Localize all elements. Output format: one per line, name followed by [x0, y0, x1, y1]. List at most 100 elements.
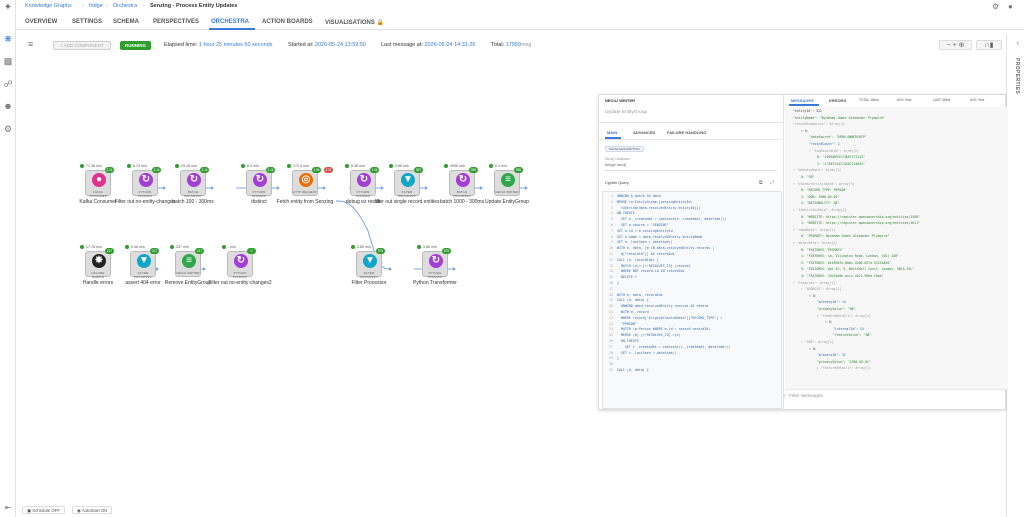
- properties-sidebar[interactable]: ‹ PROPERTIES: [1006, 34, 1024, 517]
- menu-icon[interactable]: ≡: [28, 39, 34, 49]
- json-line[interactable]: 1: "17483744274467114041": [817, 161, 865, 168]
- line-number: 9: [611, 240, 613, 245]
- add-component-button[interactable]: + ADD COMPONENT: [53, 41, 111, 50]
- graph-nav-icon[interactable]: ☍: [3, 79, 13, 89]
- json-line[interactable]: "recordSummaries": Array[1]: [793, 121, 845, 128]
- json-line[interactable]: ▾ "features": Array[1]: [793, 280, 835, 287]
- json-line[interactable]: 1: "DOB: 1980-05-01": [801, 194, 839, 201]
- tab-action-boards[interactable]: ACTION BOARDS: [262, 19, 313, 25]
- settings-gear-icon[interactable]: ⚙: [992, 2, 1000, 11]
- schedule-toggle[interactable]: ▣ Schedule OFF: [22, 506, 65, 514]
- json-line[interactable]: "recordCount": 2: [809, 141, 840, 148]
- database-nav-icon[interactable]: ▩: [3, 56, 13, 66]
- json-line[interactable]: ▾ "featureDetails": Array[1]: [817, 313, 871, 320]
- filter-messages-input[interactable]: Filter Messages: [789, 394, 823, 399]
- json-line[interactable]: ▾ "addressData": Array[1]: [793, 167, 841, 174]
- json-line[interactable]: ▾ "DOB": Array[1]: [801, 339, 834, 346]
- json-line[interactable]: ▾ "identifierData": Array[2]: [793, 207, 847, 214]
- json-line[interactable]: ▸ "featureDetails": Array[1]: [817, 365, 871, 372]
- tab-errors[interactable]: ERRORS: [829, 98, 847, 103]
- tab-overview[interactable]: OVERVIEW: [25, 19, 58, 25]
- expand-editor-icon[interactable]: ⤢: [770, 180, 775, 186]
- tab-schema[interactable]: SCHEMA: [113, 19, 140, 25]
- json-line[interactable]: 0: "FEATURES: PRIMARY": [801, 247, 843, 254]
- json-line[interactable]: 1: "FEATURES: 1a, Islington Road, London…: [801, 253, 899, 260]
- collapse-nav-icon[interactable]: ⇤: [4, 503, 12, 512]
- copy-icon[interactable]: ⧉: [759, 180, 763, 186]
- json-line[interactable]: "featureValue": "GB": [833, 332, 871, 339]
- json-line[interactable]: "entityName": "Wyndham James Alexander P…: [793, 115, 885, 122]
- show-description-button[interactable]: SHOW DESCRIPTION: [605, 146, 644, 152]
- tab-advanced[interactable]: ADVANCED: [633, 130, 656, 135]
- json-line[interactable]: 2: "FEATURES: 61e5907e-8b6c-4300-857a-91…: [801, 260, 891, 267]
- json-line[interactable]: ▾ 0:: [809, 293, 817, 300]
- json-line[interactable]: 4: "FEATURES: 10c1da9e-accc-4421-996e-f0…: [801, 273, 884, 280]
- tab-main[interactable]: MAIN: [607, 130, 618, 135]
- autostart-toggle[interactable]: ◉ AutoStart ON: [72, 506, 113, 514]
- json-line[interactable]: ▾ "otherData": Array[4]: [793, 240, 837, 247]
- json-line[interactable]: "primaryValue": "GB": [817, 306, 855, 313]
- zoom-controls[interactable]: − + ⊕: [939, 40, 972, 50]
- json-line[interactable]: 0: "10390695174867171115": [817, 154, 865, 161]
- json-line[interactable]: ▾ 0:: [809, 346, 817, 353]
- breadcrumb-orchestra[interactable]: Orchestra: [113, 3, 138, 9]
- json-line[interactable]: "internalId": 14: [833, 326, 864, 333]
- json-line[interactable]: ▾ "nameData": Array[1]: [793, 227, 835, 234]
- json-line[interactable]: ▾ 0:: [825, 319, 833, 326]
- json-line[interactable]: 3: "FEATURES: Apt 52, 5, Whitehall Court…: [801, 266, 914, 273]
- json-line[interactable]: 2: "NATIONALITY: GB": [801, 200, 839, 207]
- json-line[interactable]: "primaryId": 14: [817, 299, 846, 306]
- tab-failure-handling[interactable]: FAILURE HANDLING: [667, 130, 707, 135]
- layout-toggle-icon[interactable]: ∩▮: [976, 40, 1002, 50]
- component-name-input[interactable]: Update EntityGroup: [605, 110, 648, 115]
- json-line[interactable]: "primaryValue": "1980-05-01": [817, 359, 871, 366]
- tab-messages[interactable]: MESSAGES: [791, 98, 814, 103]
- json-line[interactable]: "primaryId": 31: [817, 352, 846, 359]
- tab-visualisations[interactable]: VISUALISATIONS 🔒: [325, 20, 385, 26]
- tab-orchestra[interactable]: ORCHESTRA: [211, 19, 250, 25]
- running-status-button[interactable]: RUNNING: [120, 41, 151, 50]
- breadcrumb-graph[interactable]: fridge: [89, 3, 103, 9]
- tab-perspectives[interactable]: PERSPECTIVES: [153, 19, 200, 25]
- orchestra-nav-icon[interactable]: ❋: [4, 34, 12, 44]
- json-line[interactable]: ▾ "topRecordIds": Array[2]: [809, 148, 859, 155]
- properties-expand-icon[interactable]: ‹: [1016, 40, 1019, 47]
- users-nav-icon[interactable]: ☻: [3, 101, 13, 111]
- code-text: WHERE NOT record.id IN recordIds: [617, 269, 685, 274]
- json-line[interactable]: ▾ 0:: [801, 128, 809, 135]
- json-line[interactable]: 0: "PRIMARY: Wyndham James Alexander Ply…: [801, 233, 889, 240]
- app-logo-icon[interactable]: ✦: [3, 2, 13, 13]
- settings-nav-icon[interactable]: ⚙: [3, 124, 13, 134]
- json-line[interactable]: 1: "WEBSITE: https://register.openowners…: [801, 220, 920, 227]
- json-line[interactable]: 0: "WEBSITE: https://register.openowners…: [801, 214, 920, 221]
- json-line[interactable]: "entityId": 312: [793, 108, 822, 115]
- user-account-icon[interactable]: ●: [1008, 2, 1013, 11]
- tab-settings[interactable]: SETTINGS: [72, 19, 103, 25]
- message-json-viewer[interactable]: "entityId": 312"entityName": "Wyndham Ja…: [785, 107, 1007, 389]
- database-field[interactable]: bridge-neo4j: [605, 163, 777, 171]
- json-line[interactable]: "dataSource": "OPEN-OWNERSHIP": [809, 134, 867, 141]
- json-line[interactable]: 0: "GB": [801, 174, 814, 181]
- breadcrumb-knowledge-graphs[interactable]: Knowledge Graphs: [25, 3, 72, 9]
- json-line[interactable]: 0: "RECORD_TYPE: PERSON": [801, 187, 847, 194]
- json-line[interactable]: ▾ "characteristicData": Array[3]: [793, 181, 854, 188]
- json-line[interactable]: ▾ "ADDRESS": Array[2]: [801, 286, 841, 293]
